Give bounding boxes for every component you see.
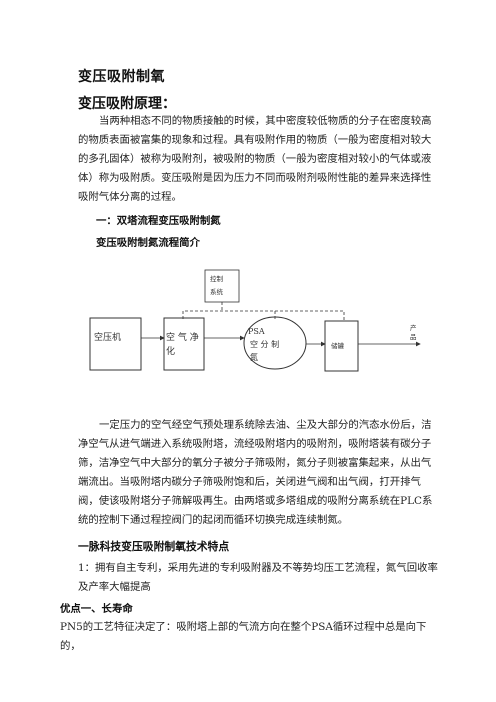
product-label-2: 品 <box>410 333 417 341</box>
psa-label-1: PSA <box>248 327 265 336</box>
advantage1-text: PN5的工艺特征决定了：吸附塔上部的气流方向在整个PSA循环过程中总是向下的， <box>60 621 427 652</box>
section1-heading: 一：双塔流程变压吸附制氮 <box>96 215 221 227</box>
storage-label: 储罐 <box>331 341 345 350</box>
feature-1: 1：拥有自主专利，采用先进的专利吸附器及不等势均压工艺流程，氮气回收率及产率大幅… <box>78 562 438 593</box>
control-label-1: 控制 <box>210 274 224 283</box>
purification-box <box>163 317 205 371</box>
features-heading: 一脉科技变压吸附制氧技术特点 <box>78 540 230 553</box>
psa-ellipse <box>243 316 307 370</box>
principle-paragraph: 当两种相态不同的物质接触的时候，其中密度较低物质的分子在密度较高的物质表面被富集… <box>78 115 432 203</box>
process-paragraph: 一定压力的空气经空气预处理系统除去油、尘及大部分的汽态水份后，洁净空气从进气端进… <box>78 419 433 526</box>
psa-label-3: 氮 <box>250 352 258 362</box>
compressor-label: 空压机 <box>94 331 121 343</box>
storage-box <box>324 320 359 372</box>
psa-label-2: 空 分 制 <box>250 339 279 349</box>
principle-heading: 变压吸附原理： <box>78 96 176 112</box>
page-title: 变压吸附制氧 <box>78 69 165 85</box>
control-line-top <box>182 310 345 321</box>
section1-subheading: 变压吸附制氮流程简介 <box>96 237 200 249</box>
purify-label-2: 化 <box>166 345 175 357</box>
advantage1-heading: 优点一、长寿命 <box>60 603 133 615</box>
product-label-1: 产 <box>410 323 417 332</box>
control-label-2: 系统 <box>210 287 224 296</box>
purify-label-1: 空 气 净 <box>166 331 199 343</box>
compressor-box <box>89 317 142 371</box>
